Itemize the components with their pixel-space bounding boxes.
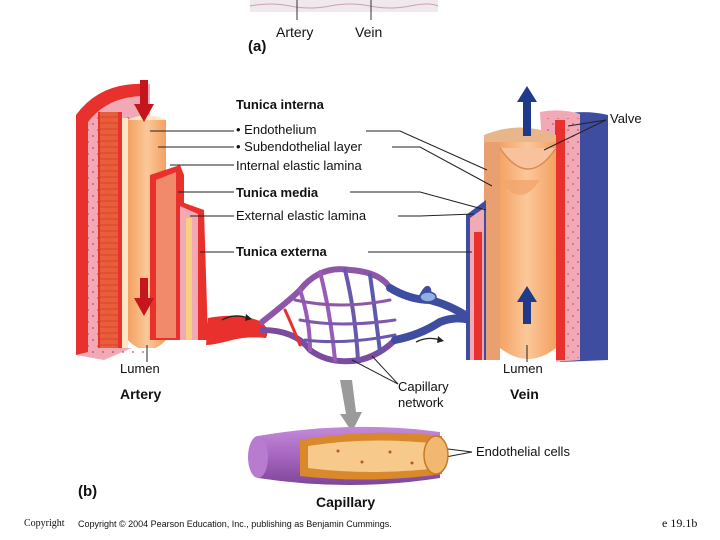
flow-arrowhead-icon (437, 336, 444, 343)
arteriole (206, 315, 268, 345)
internal-elastic-lamina-label: Internal elastic lamina (236, 158, 362, 173)
lumen-vein-label: Lumen (503, 361, 543, 376)
lumen-artery-label: Lumen (120, 361, 160, 376)
copyright-notice: Copyright © 2004 Pearson Education, Inc.… (78, 519, 392, 529)
panel-a-artery-label: Artery (276, 24, 314, 40)
vein-cross-section (466, 86, 608, 363)
endothelium-label: • Endothelium (236, 122, 317, 137)
valve-label: Valve (610, 111, 642, 126)
capillary-label: Capillary (316, 494, 376, 510)
flow-arrow-icon (415, 337, 441, 343)
vein-label: Vein (510, 386, 539, 402)
zoom-arrow-icon (340, 380, 362, 432)
capillary-tube (248, 426, 449, 485)
external-elastic-lamina-label: External elastic lamina (236, 208, 367, 223)
capillary-network (259, 266, 474, 365)
artery-cross-section (76, 80, 208, 360)
tunica-interna-label: Tunica interna (236, 97, 324, 112)
venule-opening (419, 291, 437, 303)
tunica-externa-label: Tunica externa (236, 244, 327, 259)
endothelial-cells-label: Endothelial cells (476, 444, 570, 459)
tunica-media-label: Tunica media (236, 185, 319, 200)
flow-arrowhead-icon (245, 314, 252, 321)
subendothelial-layer-label: • Subendothelial layer (236, 139, 362, 154)
panel-a-letter: (a) (248, 38, 267, 55)
copyright-prefix: Copyright (24, 518, 65, 529)
figure-reference: e 19.1b (662, 516, 698, 530)
capillary-network-label: Capillary network (398, 379, 449, 410)
panel-a-vein-label: Vein (355, 24, 383, 40)
panel-b-letter: (b) (78, 483, 98, 500)
artery-label: Artery (120, 386, 162, 402)
panel-a-thumbnail (249, 0, 439, 20)
